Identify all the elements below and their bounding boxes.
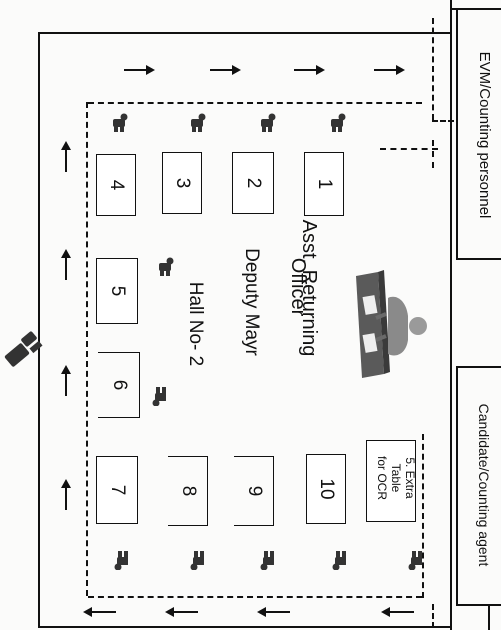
table-number-9: 9 [244,485,265,497]
dashed-hall-right [422,434,424,598]
counting-table-7 [96,456,138,524]
outer-wall-top [38,32,450,34]
outer-wall-left [38,32,40,627]
table-number-10: 10 [316,478,337,500]
dashed-hall-top [88,102,422,104]
arrow-right-icon [294,65,325,75]
counting-table-9 [234,456,274,526]
counting-table-4 [96,154,136,216]
hall-label-line-1: Deputy Mayr [241,248,262,356]
person-icon [113,113,128,132]
arrow-up-icon [61,141,71,172]
counting-table-6 [98,352,140,418]
table-number-3: 3 [172,177,193,189]
table-number-5: 5 [107,285,128,297]
dashed-boundary-right-lower [432,140,434,168]
table-number-6: 6 [109,379,130,391]
arrow-left-icon [257,607,290,617]
cctv-camera-icon [4,331,43,367]
arrow-left-icon [381,607,414,617]
arrow-up-icon [61,365,71,396]
ocr-table-line-2: Table [389,463,403,493]
dashed-link-personnel [380,148,438,150]
arrow-left-icon [165,607,198,617]
evm-box-bottom [456,258,501,260]
arrow-up-icon [61,249,71,280]
right-wall [450,0,452,630]
arrow-right-icon [374,65,405,75]
table-number-1: 1 [314,178,335,190]
evm-personnel-label: EVM/Counting personnel [476,51,493,219]
table-number-2: 2 [243,177,264,189]
arrow-up-icon [61,479,71,510]
counting-table-3 [162,152,202,214]
person-icon [159,257,174,276]
table-number-4: 4 [106,179,127,191]
ocr-table-line-3: for OCR [375,455,389,500]
extra-ocr-table [366,440,416,522]
candidate-box-left [456,366,458,606]
person-icon [191,113,206,132]
arrow-right-icon [210,65,241,75]
dashed-hall-bottom [88,596,422,598]
dashed-boundary-right-end [432,604,434,628]
arrow-left-icon [83,607,116,617]
officer-at-desk-icon [356,270,427,378]
dashed-link-personnel-2 [432,120,454,122]
person-icon [260,551,274,570]
person-icon [331,113,346,132]
ocr-table-line-1: 5. Extra [403,457,417,499]
table-number-8: 8 [178,485,199,497]
person-icon [190,551,204,570]
aro-label-line-2: Officer [287,257,309,317]
person-icon [114,551,128,570]
hall-label-line-2: Hall No- 2 [185,281,206,367]
evm-box-left [456,8,458,260]
dashed-boundary-right [432,18,434,120]
person-icon [332,551,346,570]
counting-table-2 [232,152,274,214]
evm-box-top [452,8,501,10]
candidate-agent-label: Candidate/Counting agent [476,403,492,567]
counting-table-5 [96,258,138,324]
outer-wall-bottom [38,626,452,628]
candidate-box-bottom [456,604,501,606]
counting-table-8 [168,456,208,526]
person-icon [152,387,166,406]
person-icon [261,113,276,132]
candidate-box-top [456,366,501,368]
counting-table-10 [306,454,346,524]
table-number-7: 7 [107,484,128,496]
arrow-right-icon [124,65,155,75]
person-icon [408,551,422,570]
counting-table-1 [304,152,344,216]
dashed-hall-left [86,102,88,596]
right-stub [488,606,490,630]
